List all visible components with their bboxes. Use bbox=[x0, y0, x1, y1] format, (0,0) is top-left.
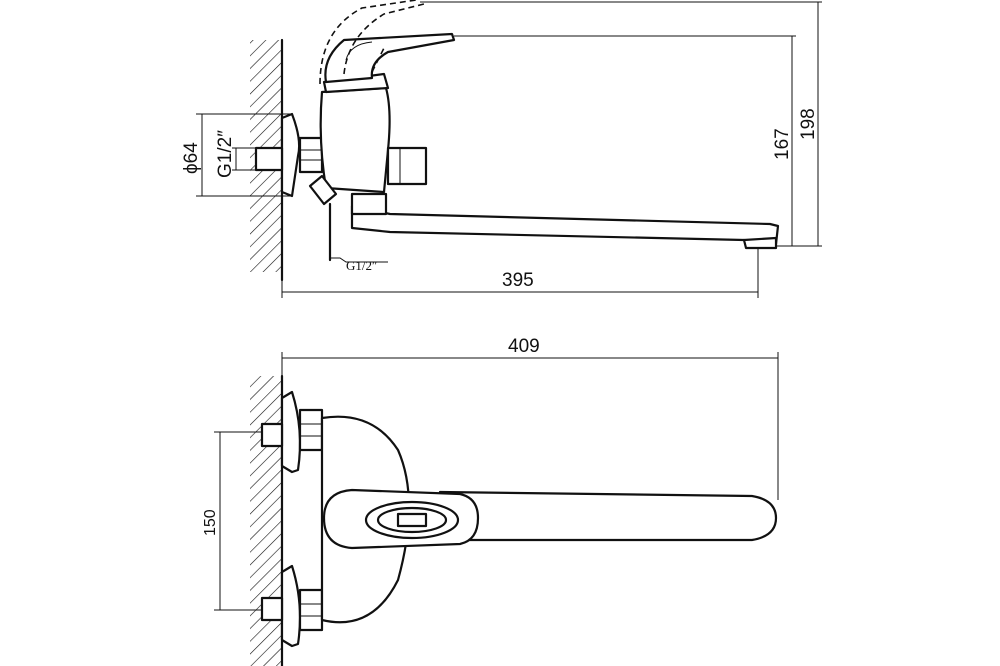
lever-handle-raised-2 bbox=[343, 3, 425, 75]
inlet-spacing-label: 150 bbox=[202, 509, 219, 536]
lower-nut bbox=[298, 588, 324, 632]
height-outlet-label: 167 bbox=[772, 128, 793, 160]
top-view: 409 150 bbox=[202, 336, 779, 666]
handle-cap bbox=[396, 512, 428, 528]
wall-hatch-top bbox=[250, 376, 282, 666]
length-bottom-label: 409 bbox=[508, 336, 540, 357]
lever-handle-raised-3 bbox=[371, 47, 385, 73]
aerator bbox=[742, 236, 778, 250]
spout-base bbox=[350, 192, 388, 216]
upper-flange bbox=[280, 390, 302, 474]
spout-top bbox=[438, 490, 778, 542]
flange-stem bbox=[254, 146, 284, 172]
mixer-body bbox=[319, 86, 391, 194]
shower-outlet bbox=[308, 174, 338, 206]
height-total-label: 198 bbox=[798, 108, 819, 140]
handle-inner-line bbox=[345, 41, 373, 61]
flange-diameter-label: ϕ64 bbox=[181, 142, 202, 174]
lever-handle bbox=[324, 32, 456, 84]
lever-handle-raised bbox=[319, 0, 417, 85]
lower-flange bbox=[280, 564, 302, 648]
lower-stem bbox=[260, 596, 284, 622]
upper-nut bbox=[298, 408, 324, 452]
spout bbox=[350, 204, 780, 248]
length-top-label: 395 bbox=[502, 270, 534, 291]
wall-flange bbox=[280, 112, 301, 198]
handle-ring-inner bbox=[376, 506, 448, 534]
eccentric-nut bbox=[298, 136, 324, 174]
outlet-thread-leader bbox=[330, 257, 388, 263]
diverter-knob bbox=[386, 146, 428, 186]
side-view: G1/2″ ϕ64 G1/2″ 395 167 198 bbox=[181, 0, 822, 298]
thread-outlet-label: G1/2″ bbox=[346, 258, 377, 273]
thread-inlet-label: G1/2″ bbox=[215, 130, 236, 178]
upper-stem bbox=[260, 422, 284, 448]
